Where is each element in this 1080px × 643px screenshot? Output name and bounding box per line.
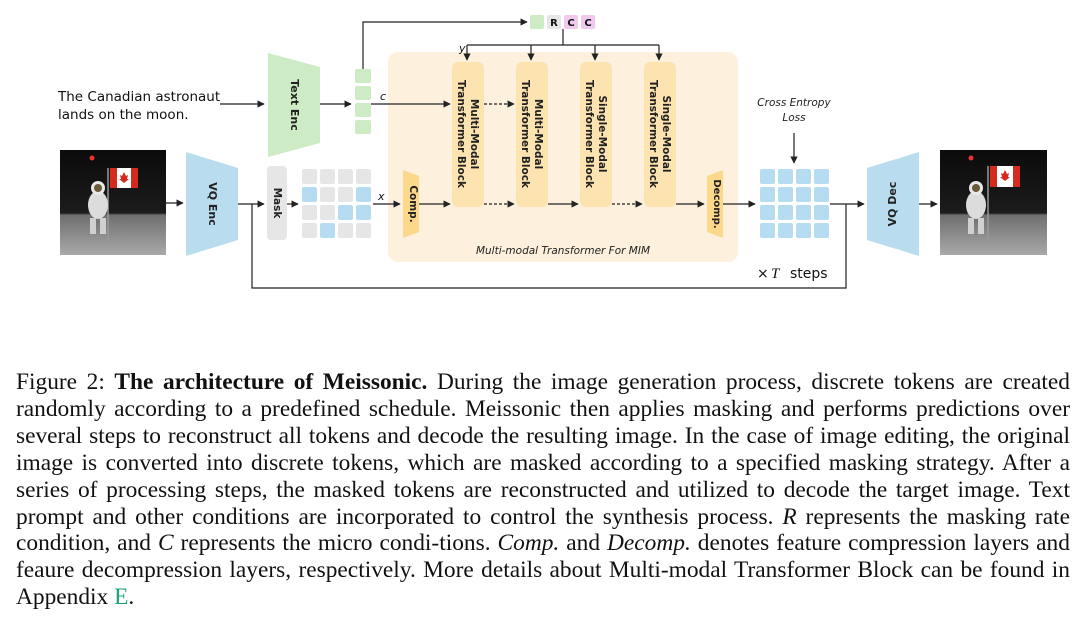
caption-and: and <box>566 530 601 557</box>
svg-text:Multi-Modal: Multi-Modal <box>468 99 480 169</box>
steps-word: steps <box>790 266 828 282</box>
mask-block <box>267 166 287 240</box>
caption-comp: Comp. <box>497 530 560 557</box>
cond-c1-token <box>564 15 578 29</box>
prompt-line-2: lands on the moon. <box>58 107 189 123</box>
architecture-diagram: Multi-modal Transformer For MIM The Cana… <box>57 15 1047 289</box>
caption-end: . <box>128 584 135 611</box>
svg-text:Transformer Block: Transformer Block <box>647 80 659 189</box>
loss-line-1: Cross Entropy <box>757 97 831 109</box>
text-token-column <box>355 69 371 134</box>
condition-tokens: R C C <box>530 15 595 29</box>
masked-token-grid <box>302 169 371 238</box>
svg-text:Multi-Modal: Multi-Modal <box>532 99 544 169</box>
cond-c2-label: C <box>584 18 591 29</box>
var-y: y <box>458 42 466 55</box>
input-image <box>60 150 166 255</box>
caption-var-c: C <box>157 530 174 557</box>
panel-label: Multi-modal Transformer For MIM <box>476 245 650 257</box>
caption-decomp: Decomp. <box>607 530 691 557</box>
transformer-block-3: Single-Modal Transformer Block <box>580 62 612 207</box>
appendix-link[interactable]: E <box>114 584 129 611</box>
cond-r-label: R <box>550 18 558 29</box>
comp-label: Comp. <box>407 185 419 222</box>
output-image <box>940 150 1047 255</box>
text-encoder <box>268 53 320 157</box>
steps-T: T <box>771 266 781 282</box>
output-token-grid <box>760 169 829 238</box>
prompt-line-1: The Canadian astronaut <box>57 89 220 105</box>
vq-encoder <box>186 152 238 256</box>
caption-title: The architecture of Meissonic. <box>114 369 428 395</box>
transformer-panel <box>388 52 738 262</box>
caption-text-2: represents the masking rate condition, a… <box>16 503 1070 557</box>
comp-layer <box>403 170 419 238</box>
svg-text:Single-Modal: Single-Modal <box>660 95 672 172</box>
figure-label: Figure 2: <box>16 369 105 395</box>
caption-var-r: R <box>782 503 797 530</box>
transformer-block-4: Single-Modal Transformer Block <box>644 62 676 207</box>
text-enc-label: Text Enc <box>288 79 301 131</box>
mask-label: Mask <box>271 188 283 220</box>
transformer-block-1: Multi-Modal Transformer Block <box>452 62 484 207</box>
svg-text:Transformer Block: Transformer Block <box>455 80 467 189</box>
transformer-block-2: Multi-Modal Transformer Block <box>516 62 548 207</box>
svg-text:Transformer Block: Transformer Block <box>519 80 531 189</box>
svg-text:Single-Modal: Single-Modal <box>596 95 608 172</box>
cond-c1-label: C <box>567 18 574 29</box>
cond-c2-token <box>581 15 595 29</box>
vq-enc-label: VQ Enc <box>206 182 219 226</box>
var-x: x <box>377 190 385 203</box>
var-c: c <box>380 90 386 103</box>
cond-r-token <box>547 15 561 29</box>
svg-text:Transformer Block: Transformer Block <box>583 80 595 189</box>
caption-text-3: represents the micro condi-tions. <box>180 530 491 557</box>
caption-text-4: denotes feature compression layers and f… <box>16 530 1070 611</box>
caption-text-1: During the image generation process, dis… <box>16 369 1070 530</box>
decomp-layer <box>707 170 723 238</box>
loss-line-2: Loss <box>782 112 806 124</box>
vq-decoder <box>867 152 919 256</box>
vq-dec-label: VQ Dec <box>886 182 899 227</box>
steps-times: × <box>757 266 769 282</box>
decomp-label: Decomp. <box>711 179 722 228</box>
figure-caption: Figure 2: The architecture of Meissonic.… <box>16 369 1070 611</box>
